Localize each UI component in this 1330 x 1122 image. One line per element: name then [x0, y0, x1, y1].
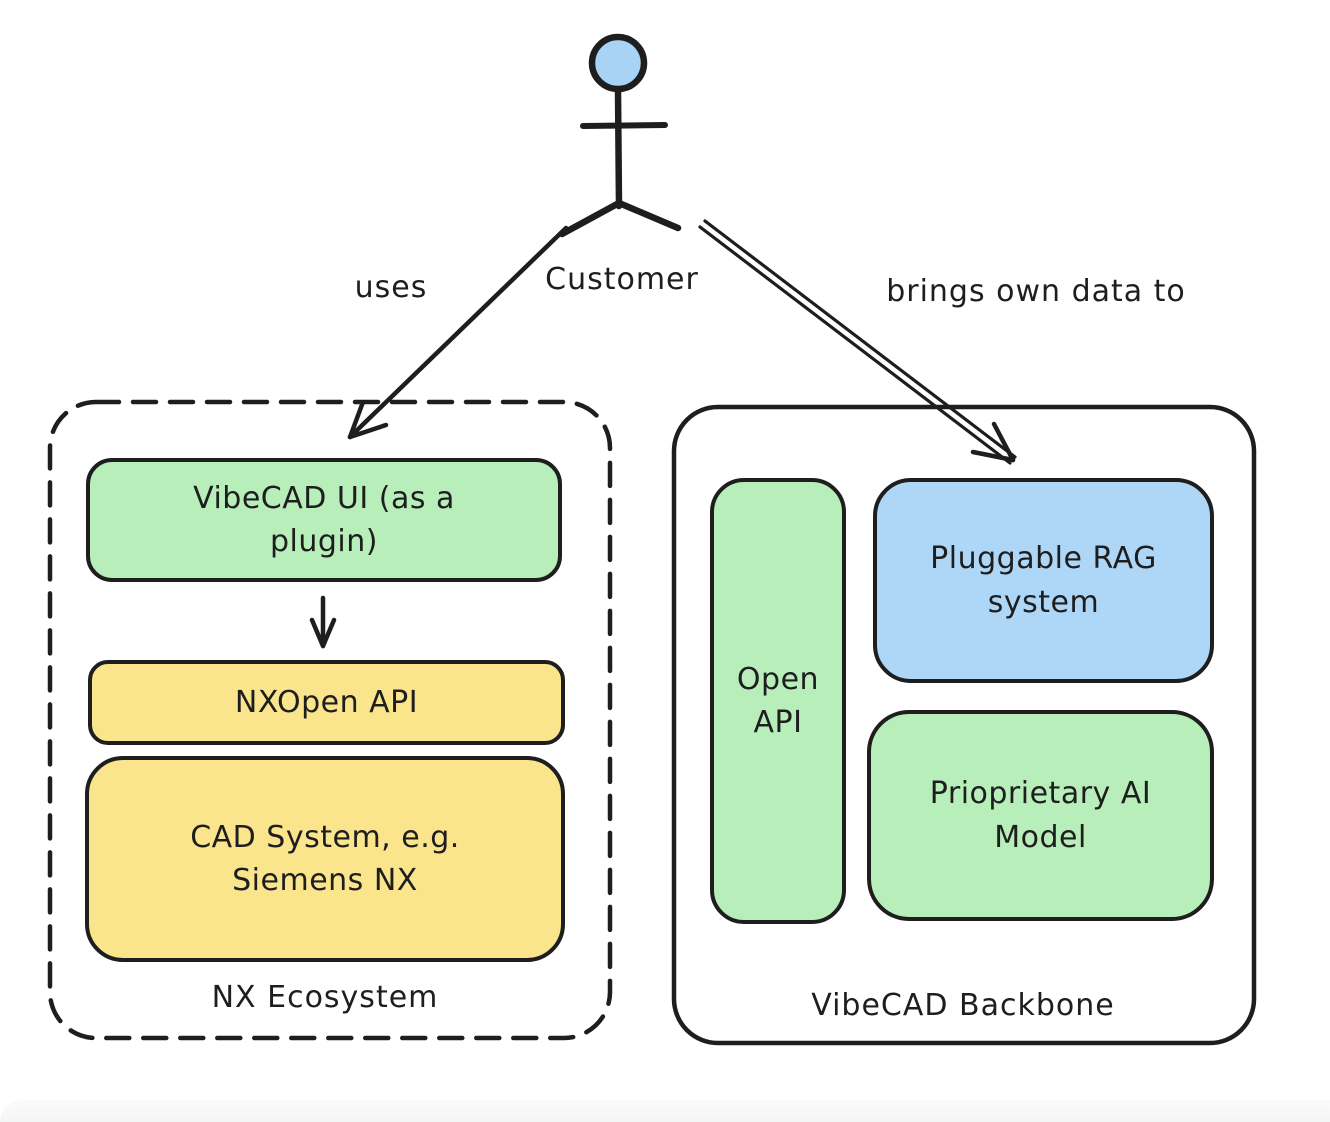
node-pluggable-rag: Pluggable RAG system	[873, 478, 1214, 683]
node-nxopen-api: NXOpen API	[88, 660, 565, 745]
node-proprietary-ai-model: Prioprietary AI Model	[867, 710, 1214, 921]
node-cad-system-label: CAD System, e.g. Siemens NX	[190, 819, 460, 899]
nx-ecosystem-title: NX Ecosystem	[211, 980, 439, 1015]
node-open-api-label: Open API	[736, 661, 820, 741]
actor-legs	[558, 199, 682, 238]
node-cad-system: CAD System, e.g. Siemens NX	[85, 756, 565, 962]
backbone-title: VibeCAD Backbone	[811, 988, 1115, 1023]
node-pluggable-rag-label: Pluggable RAG system	[930, 541, 1157, 620]
actor-label: Customer	[545, 262, 699, 297]
actor-head	[588, 33, 648, 93]
node-open-api: Open API	[710, 478, 846, 924]
brings-edge-label: brings own data to	[886, 274, 1186, 309]
node-vibecad-ui-label: VibeCAD UI (as a plugin)	[193, 480, 455, 560]
bottom-gray-band	[0, 1100, 1330, 1122]
brings-arrow	[698, 219, 1017, 465]
actor-body	[614, 87, 623, 210]
ui-to-api-arrow	[309, 595, 337, 649]
uses-arrow	[347, 225, 569, 440]
node-vibecad-ui: VibeCAD UI (as a plugin)	[86, 458, 562, 582]
actor-arms	[580, 122, 668, 129]
node-nxopen-api-label: NXOpen API	[234, 684, 419, 720]
uses-edge-label: uses	[354, 270, 428, 305]
node-proprietary-ai-model-label: Prioprietary AI Model	[929, 776, 1152, 855]
